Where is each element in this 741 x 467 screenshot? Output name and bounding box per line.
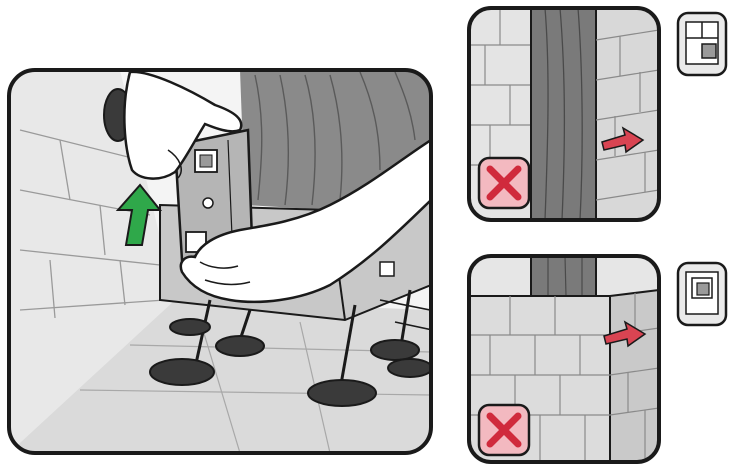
detail-panel-wrong-1 — [469, 8, 659, 220]
detail-panel-wrong-2 — [469, 256, 659, 462]
red-cross-icon — [479, 405, 529, 455]
red-cross-icon — [479, 158, 529, 208]
position-symbol-icon — [678, 13, 726, 75]
position-symbol-icon — [678, 263, 726, 325]
main-panel — [9, 70, 470, 453]
